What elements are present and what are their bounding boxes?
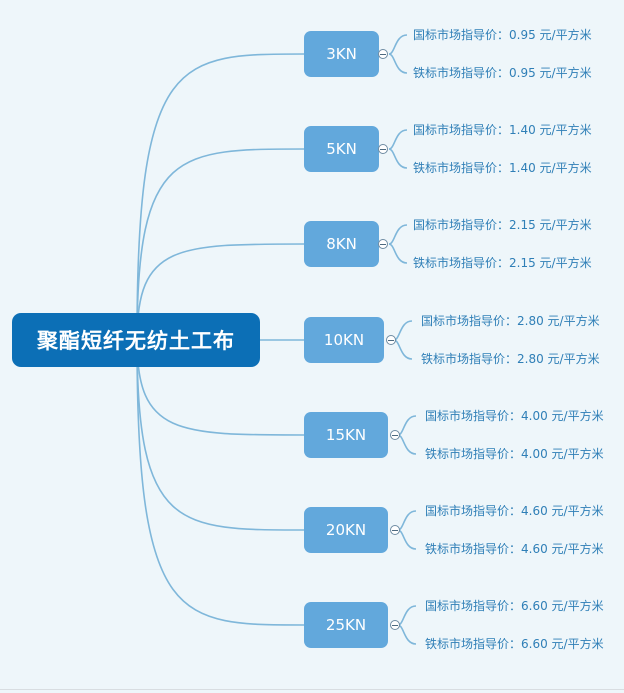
collapse-toggle-icon[interactable] [378,239,388,249]
root-branch-connector [136,339,306,436]
branch-topic-5kn[interactable]: 5KN [304,126,379,172]
branch-leaf-connector [397,624,417,645]
root-branch-connector [136,339,306,626]
branch-leaf-connector [388,224,408,245]
leaf-railway-price[interactable]: 铁标市场指导价：0.95 元/平方米 [413,66,592,80]
leaf-national-price[interactable]: 国标市场指导价：4.00 元/平方米 [425,409,604,423]
branch-topic-20kn[interactable]: 20KN [304,507,388,553]
branch-leaf-connector [393,320,413,341]
leaf-railway-price[interactable]: 铁标市场指导价：4.60 元/平方米 [425,542,604,556]
leaf-national-price[interactable]: 国标市场指导价：2.80 元/平方米 [421,314,600,328]
leaf-national-price[interactable]: 国标市场指导价：4.60 元/平方米 [425,504,604,518]
branch-topic-label: 15KN [325,426,367,444]
root-topic[interactable]: 聚酯短纤无纺土工布 [12,313,260,367]
collapse-toggle-icon[interactable] [390,620,400,630]
branch-topic-15kn[interactable]: 15KN [304,412,388,458]
branch-leaf-connector [388,34,408,55]
leaf-railway-price[interactable]: 铁标市场指导价：6.60 元/平方米 [425,637,604,651]
collapse-toggle-icon[interactable] [390,525,400,535]
branch-topic-label: 25KN [325,616,367,634]
branch-leaf-connector [388,53,408,74]
leaf-railway-price[interactable]: 铁标市场指导价：4.00 元/平方米 [425,447,604,461]
branch-topic-10kn[interactable]: 10KN [304,317,384,363]
root-branch-connector [136,148,306,341]
branch-leaf-connector [397,434,417,455]
root-branch-connector [136,53,306,341]
root-branch-connector [136,339,306,531]
collapse-toggle-icon[interactable] [378,144,388,154]
branch-leaf-connector [388,129,408,150]
branch-topic-label: 20KN [325,521,367,539]
branch-topic-3kn[interactable]: 3KN [304,31,379,77]
branch-topic-label: 5KN [326,140,357,158]
leaf-railway-price[interactable]: 铁标市场指导价：2.15 元/平方米 [413,256,592,270]
branch-topic-label: 10KN [323,331,365,349]
leaf-national-price[interactable]: 国标市场指导价：0.95 元/平方米 [413,28,592,42]
branch-leaf-connector [397,510,417,531]
branch-leaf-connector [388,243,408,264]
canvas-bottom-border [0,689,624,690]
leaf-railway-price[interactable]: 铁标市场指导价：1.40 元/平方米 [413,161,592,175]
branch-leaf-connector [397,415,417,436]
branch-leaf-connector [393,339,413,360]
root-branch-connector [136,243,306,341]
collapse-toggle-icon[interactable] [386,335,396,345]
collapse-toggle-icon[interactable] [390,430,400,440]
leaf-railway-price[interactable]: 铁标市场指导价：2.80 元/平方米 [421,352,600,366]
branch-topic-label: 3KN [326,45,357,63]
collapse-toggle-icon[interactable] [378,49,388,59]
leaf-national-price[interactable]: 国标市场指导价：2.15 元/平方米 [413,218,592,232]
branch-topic-25kn[interactable]: 25KN [304,602,388,648]
branch-topic-8kn[interactable]: 8KN [304,221,379,267]
branch-leaf-connector [397,529,417,550]
branch-leaf-connector [388,148,408,169]
leaf-national-price[interactable]: 国标市场指导价：1.40 元/平方米 [413,123,592,137]
leaf-national-price[interactable]: 国标市场指导价：6.60 元/平方米 [425,599,604,613]
branch-leaf-connector [397,605,417,626]
branch-topic-label: 8KN [326,235,357,253]
root-topic-label: 聚酯短纤无纺土工布 [37,329,235,353]
